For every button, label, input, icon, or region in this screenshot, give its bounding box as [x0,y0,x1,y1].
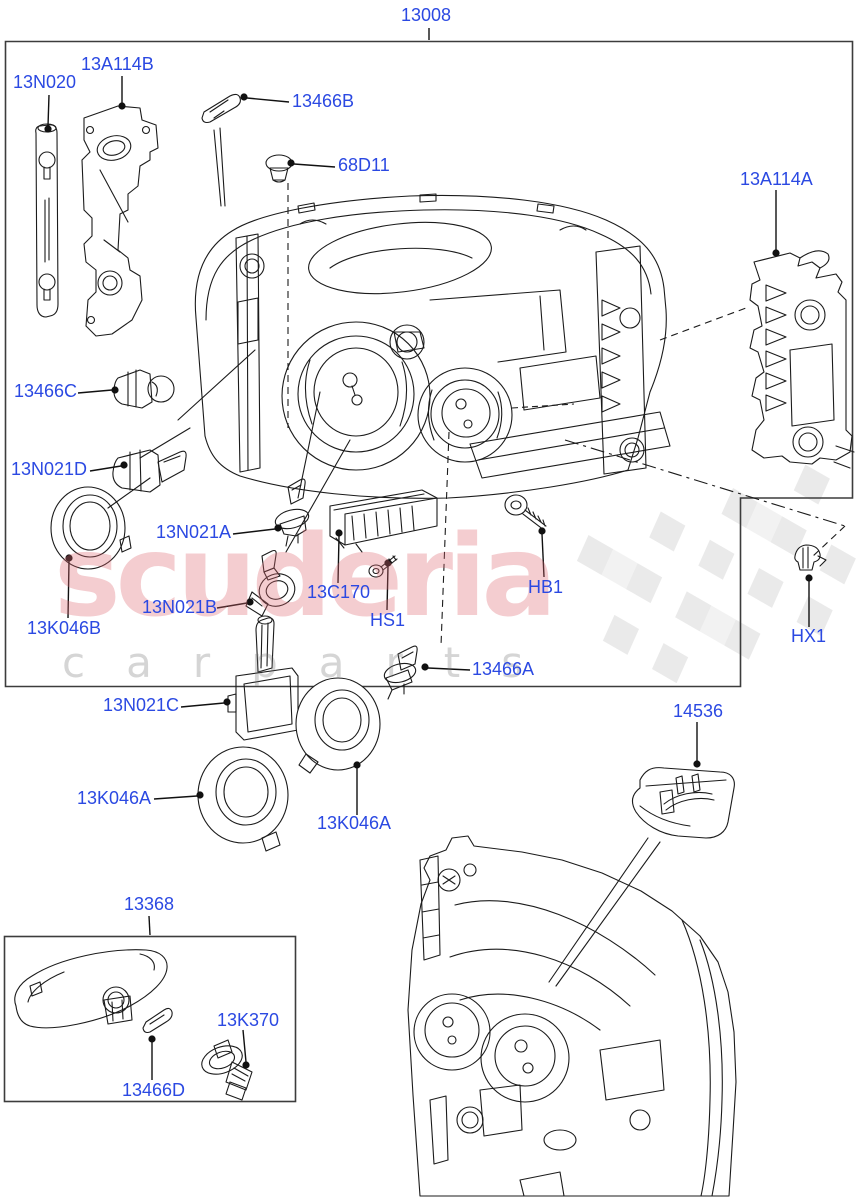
leader-lines [47,28,810,1080]
cap-b-art [50,486,132,570]
repeater-lamp-art [14,949,168,1029]
part-label-bulb-left: 13466C [14,381,78,401]
part-label-bracket-right: 13A114A [740,169,813,189]
part-label-bracket-left: 13A114B [81,54,154,74]
bulb-left-art [113,369,175,409]
adjuster-art [265,154,293,183]
part-label-screw-hb1: HB1 [528,577,564,597]
cap-a-left-art [197,746,289,852]
part-label-clip-hx1: HX1 [791,626,827,646]
bulb-d2-art [142,1007,173,1034]
part-label-cap-b: 13K046B [27,618,102,638]
screw-hb1-art [504,494,547,531]
bulb-d-art [107,349,256,509]
alignment-lines [287,183,846,647]
part-label-adjuster: 68D11 [338,155,390,175]
mount-strip-art [35,123,59,318]
headlamp-front-art [407,835,737,1197]
part-label-mount-strip: 13N020 [13,72,77,92]
part-label-repeater: 13368 [124,894,175,914]
part-label-bulb-d: 13N021D [11,459,88,479]
part-label-bracket-lower: 14536 [673,701,724,721]
part-label-bulb-top: 13466B [292,91,355,111]
part-label-screw-hs1: HS1 [370,610,406,630]
leader-dots [44,93,813,1069]
bulb-a-art [274,391,351,553]
part-label-bulb-a2: 13466A [472,659,535,679]
part-label-bulb-c: 13N021C [103,695,180,715]
ballast-art [329,489,438,553]
main-diagram-box [4,40,854,688]
headlamp-assembly-art [194,193,671,499]
bulb-a2-art [383,645,418,700]
bracket-lower-art [548,767,735,987]
bulb-c-art [227,615,299,741]
bracket-right-art [749,250,855,469]
bulb-socket-art [201,1039,253,1101]
cap-a-right-art [295,677,381,774]
bulb-top-art [201,93,241,207]
bracket-left-art [81,105,159,337]
part-label-cap-a-left: 13K046A [77,788,152,808]
part-label-bulb-b: 13N021B [142,597,218,617]
part-label-cap-a-right: 13K046A [317,813,392,833]
part-label-bulb-a: 13N021A [156,522,232,542]
part-label-assembly: 13008 [401,5,452,25]
part-label-bulb-d2: 13466D [122,1080,186,1100]
clip-hx1-art [794,544,827,571]
part-label-bulb-socket: 13K370 [217,1010,280,1030]
checkered-flag-watermark [576,464,856,684]
bulb-b-art [245,549,296,617]
screw-hs1-art [368,555,398,578]
part-label-ballast: 13C170 [307,582,371,602]
repeater-diagram-box [3,935,297,1103]
